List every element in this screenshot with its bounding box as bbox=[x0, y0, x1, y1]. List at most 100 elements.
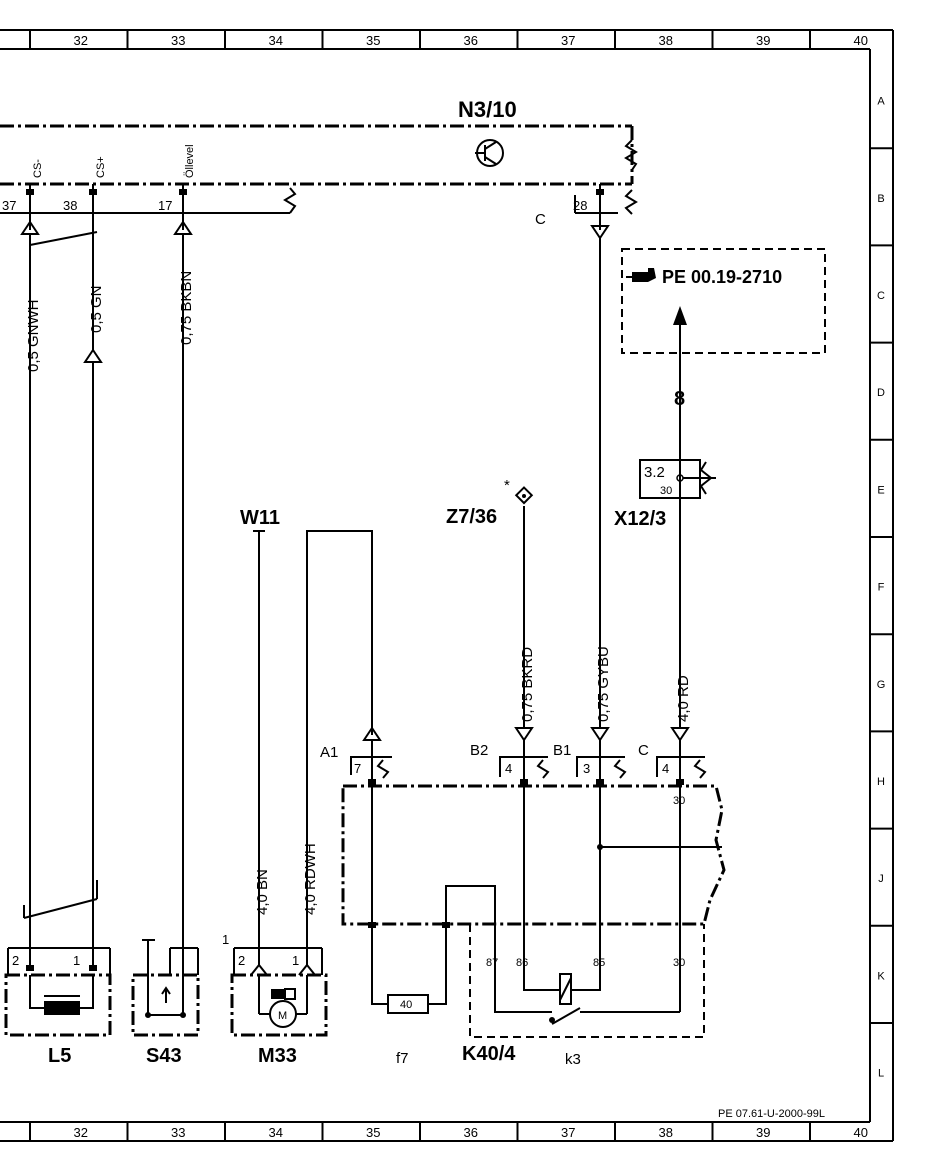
svg-text:40: 40 bbox=[400, 999, 412, 1011]
pin-28: 28 C bbox=[535, 184, 604, 230]
svg-text:2: 2 bbox=[238, 953, 245, 968]
wire-gnwh: 0,5 GNWH bbox=[25, 234, 42, 965]
row-label: F bbox=[878, 582, 885, 594]
svg-text:87: 87 bbox=[486, 957, 498, 969]
svg-text:B1: B1 bbox=[553, 742, 571, 759]
svg-text:0,75 GYBU: 0,75 GYBU bbox=[595, 646, 612, 722]
svg-text:B2: B2 bbox=[470, 742, 488, 759]
svg-text:*: * bbox=[504, 477, 510, 494]
column-label: 38 bbox=[659, 33, 673, 48]
svg-text:M: M bbox=[278, 1010, 287, 1022]
column-label: 37 bbox=[561, 33, 575, 48]
svg-text:8: 8 bbox=[674, 388, 685, 410]
column-label: 33 bbox=[171, 1125, 185, 1140]
svg-text:CS-: CS- bbox=[32, 159, 44, 178]
row-label: H bbox=[877, 776, 885, 788]
motor-icon bbox=[269, 1000, 297, 1028]
z7-36-connector: Z7/36 * 0,75 BKRD bbox=[446, 477, 536, 924]
switch-arrow-icon bbox=[161, 986, 171, 1003]
wire-gn: 0,5 GN bbox=[88, 238, 105, 965]
column-label: 34 bbox=[269, 1125, 283, 1140]
relay-contact-icon bbox=[551, 1007, 581, 1025]
column-label: 38 bbox=[659, 1125, 673, 1140]
splice-icon bbox=[514, 486, 534, 505]
l5-label: L5 bbox=[48, 1045, 71, 1067]
row-label: B bbox=[877, 193, 884, 205]
arrow-down-28 bbox=[590, 225, 610, 240]
relay-coil-icon bbox=[559, 973, 572, 1005]
svg-text:4: 4 bbox=[505, 761, 512, 776]
svg-text:17: 17 bbox=[158, 198, 172, 213]
svg-text:C: C bbox=[535, 211, 546, 228]
row-label: E bbox=[877, 484, 884, 496]
s43-switch: S43 bbox=[131, 939, 200, 1067]
svg-text:37: 37 bbox=[2, 198, 16, 213]
column-label: 32 bbox=[74, 33, 88, 48]
k40-4-label: K40/4 bbox=[462, 1043, 516, 1065]
svg-text:C: C bbox=[638, 742, 649, 759]
svg-text:1: 1 bbox=[292, 953, 299, 968]
pointing-hand-icon bbox=[626, 268, 656, 282]
f7-label: f7 bbox=[396, 1050, 409, 1067]
pin-17: 17 Öllevel bbox=[158, 144, 196, 230]
w11-label: W11 bbox=[240, 507, 280, 529]
svg-text:38: 38 bbox=[63, 198, 77, 213]
row-label: A bbox=[877, 96, 885, 108]
svg-text:2: 2 bbox=[12, 953, 19, 968]
svg-text:4,0 RD: 4,0 RD bbox=[675, 675, 692, 722]
wire-rd: 4,0 RD bbox=[670, 325, 692, 924]
svg-text:4: 4 bbox=[662, 761, 669, 776]
svg-text:28: 28 bbox=[573, 198, 587, 213]
column-labels-bottom: 32 33 34 35 36 37 38 39 40 bbox=[74, 1125, 868, 1140]
x12-3-label: X12/3 bbox=[614, 508, 666, 530]
column-label: 37 bbox=[561, 1125, 575, 1140]
column-label: 35 bbox=[366, 1125, 380, 1140]
svg-text:4,0 RDWH: 4,0 RDWH bbox=[302, 843, 319, 915]
svg-text:0,5 GNWH: 0,5 GNWH bbox=[25, 299, 42, 372]
diagram-frame bbox=[0, 29, 894, 1142]
row-label: D bbox=[877, 387, 885, 399]
m33-label: M33 bbox=[258, 1045, 297, 1067]
row-label: G bbox=[877, 679, 886, 691]
transistor-icon bbox=[475, 139, 504, 167]
svg-text:Öllevel: Öllevel bbox=[184, 144, 196, 178]
svg-text:0,5 GN: 0,5 GN bbox=[88, 285, 105, 333]
pin-37: 37 CS- bbox=[2, 159, 44, 230]
footer-code: PE 07.61-U-2000-99L bbox=[718, 1108, 825, 1120]
column-label: 34 bbox=[269, 33, 283, 48]
l5-sensor: 2 1 L5 bbox=[4, 947, 112, 1067]
k40-4-module: A1 7 B2 4 B1 3 C 4 30 87 86 85 30 bbox=[320, 726, 726, 1068]
z7-36-label: Z7/36 bbox=[446, 506, 497, 528]
n3-10-label: N3/10 bbox=[458, 97, 517, 122]
column-label: 32 bbox=[74, 1125, 88, 1140]
x12-3-connector: 3.2 30 X12/3 bbox=[614, 459, 716, 530]
reference-text[interactable]: PE 00.19-2710 bbox=[662, 267, 782, 287]
row-label: J bbox=[878, 873, 884, 885]
column-label: 39 bbox=[756, 1125, 770, 1140]
column-label: 35 bbox=[366, 33, 380, 48]
svg-text:A1: A1 bbox=[320, 744, 338, 761]
svg-text:0,75 BKRD: 0,75 BKRD bbox=[519, 647, 536, 722]
reference-box[interactable]: PE 00.19-2710 bbox=[621, 248, 826, 354]
sensor-element-icon bbox=[44, 1001, 80, 1015]
svg-text:30: 30 bbox=[660, 485, 672, 497]
svg-text:1: 1 bbox=[73, 953, 80, 968]
ref-arrow: 8 bbox=[673, 306, 687, 410]
m33-motor: 1 2 1 M M33 bbox=[222, 932, 328, 1067]
column-label: 39 bbox=[756, 33, 770, 48]
svg-text:3: 3 bbox=[583, 761, 590, 776]
svg-text:CS+: CS+ bbox=[95, 156, 107, 178]
column-label: 40 bbox=[854, 1125, 868, 1140]
wire-gybu: 0,75 GYBU bbox=[590, 238, 612, 924]
pin-38: 38 CS+ bbox=[63, 156, 107, 238]
s43-label: S43 bbox=[146, 1045, 182, 1067]
column-label: 40 bbox=[854, 33, 868, 48]
column-label: 36 bbox=[464, 33, 478, 48]
arrow-up-gn bbox=[83, 348, 103, 363]
svg-text:86: 86 bbox=[516, 957, 528, 969]
k3-label: k3 bbox=[565, 1051, 581, 1068]
column-label: 36 bbox=[464, 1125, 478, 1140]
